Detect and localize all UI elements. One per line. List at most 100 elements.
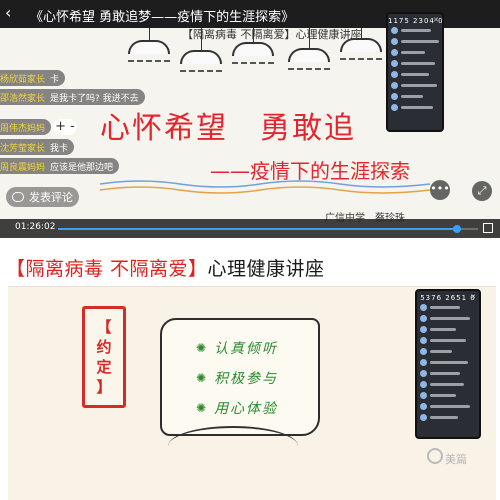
list-item — [417, 346, 479, 357]
video-title: 《心怀希望 勇敢追梦——疫情下的生涯探索》 — [30, 10, 295, 25]
list-item — [417, 412, 479, 423]
comment-text: 是我卡了吗? 我进不去 — [50, 93, 139, 104]
school-name: 广信中学 — [325, 209, 365, 224]
avatar — [420, 403, 427, 410]
sun-icon: ✺ — [196, 401, 207, 415]
rule-item: ✺ 认真倾听 — [196, 338, 278, 358]
post-comment-label: 发表评论 — [29, 191, 73, 204]
banner-title-part1: 【隔离病毒 不隔离爱】 — [6, 258, 208, 280]
rule-item: ✺ 用心体验 — [196, 398, 278, 418]
live-comment: 周伟杰妈妈 — [0, 119, 52, 135]
comment-author: 周良震妈妈 — [0, 162, 46, 173]
slide-subtitle: ——疫情下的生涯探索 — [210, 159, 410, 183]
lecture-banner: 【隔离病毒 不隔离爱】心理健康讲座 — [0, 246, 500, 290]
close-icon: ✕ — [433, 16, 439, 24]
avatar — [391, 38, 398, 45]
list-item — [388, 80, 442, 91]
sun-icon: ✺ — [196, 341, 207, 355]
banner-title-part2: 心理健康讲座 — [207, 258, 325, 280]
list-item — [388, 69, 442, 80]
rule-item: ✺ 积极参与 — [196, 368, 278, 388]
avatar — [420, 304, 427, 311]
panel-stats: 5376 2651 0 — [420, 294, 476, 302]
close-icon: ✕ — [470, 293, 476, 301]
comment-author: 邵浩然家长 — [0, 93, 46, 104]
lamp-illustration — [288, 28, 330, 70]
chat-bubble-icon — [12, 192, 24, 202]
avatar — [420, 315, 427, 322]
avatar — [391, 60, 398, 67]
list-item — [417, 401, 479, 412]
avatar — [420, 337, 427, 344]
back-icon[interactable]: ‹ — [5, 3, 12, 22]
rule-text: 积极参与 — [214, 371, 279, 387]
fullscreen-icon[interactable] — [483, 223, 493, 233]
teacher-name: 蔡珍珠 — [375, 209, 405, 224]
list-item — [388, 91, 442, 102]
live-comment: 杨欣茹家长 卡 — [0, 70, 66, 86]
playback-controls: 01:26:02 — [0, 219, 500, 238]
sun-icon: ✺ — [196, 371, 207, 385]
list-item — [417, 368, 479, 379]
lamp-illustration — [340, 28, 382, 60]
lamp-illustration — [128, 28, 170, 62]
list-item — [388, 36, 442, 47]
avatar — [420, 392, 427, 399]
avatar — [391, 93, 398, 100]
zoom-toggle-button[interactable]: + - — [53, 119, 77, 135]
lamp-illustration — [180, 28, 222, 72]
list-item — [417, 313, 479, 324]
rule-text: 认真倾听 — [214, 341, 279, 357]
avatar — [420, 381, 427, 388]
comment-author: 周伟杰妈妈 — [0, 123, 46, 134]
comment-author: 杨欣茹家长 — [0, 74, 46, 85]
handshake-illustration — [168, 426, 298, 466]
list-item — [388, 102, 442, 113]
panel-stats: 1175 2304 0 — [388, 17, 444, 25]
list-item — [417, 379, 479, 390]
wave-decoration — [100, 180, 430, 194]
participant-panel: ✕ 1175 2304 0 — [386, 12, 444, 132]
slide-header: 【隔离病毒 不隔离爱】心理健康讲座 — [182, 28, 362, 41]
comment-text: 应该是他那边吧 — [50, 162, 114, 173]
list-item — [417, 324, 479, 335]
post-comment-button[interactable]: 发表评论 — [6, 187, 79, 207]
progress-thumb[interactable] — [453, 225, 461, 233]
list-item — [417, 302, 479, 313]
avatar — [391, 104, 398, 111]
avatar — [420, 348, 427, 355]
progress-track[interactable] — [58, 225, 478, 233]
meipian-logo-icon — [427, 448, 443, 464]
live-comment: 周良震妈妈 应该是他那边吧 — [0, 158, 120, 174]
playback-time: 01:26:02 — [15, 222, 56, 232]
avatar — [391, 49, 398, 56]
avatar — [391, 82, 398, 89]
lamp-illustration — [232, 28, 274, 64]
comment-author: 沈芳莹家长 — [0, 143, 46, 154]
lecture-banner-title: 【隔离病毒 不隔离爱】心理健康讲座 — [6, 254, 325, 281]
participant-panel: ✕ 5376 2651 0 — [415, 289, 481, 439]
comment-text: 卡 — [50, 74, 60, 85]
avatar — [391, 71, 398, 78]
avatar — [420, 370, 427, 377]
video-player[interactable]: ‹ 《心怀希望 勇敢追梦——疫情下的生涯探索》 【隔离病毒 不隔离爱】心理健康讲… — [0, 0, 500, 238]
avatar — [391, 27, 398, 34]
agreement-label-box: 【 约 定 】 — [82, 306, 126, 408]
lecture-slide-screenshot: 【隔离病毒 不隔离爱】心理健康讲座 【 约 定 】 ✺ 认真倾听 ✺ 积极参与 … — [0, 246, 500, 500]
list-item — [417, 357, 479, 368]
live-comment: 沈芳莹家长 我卡 — [0, 139, 75, 155]
list-item — [417, 390, 479, 401]
avatar — [420, 414, 427, 421]
more-options-icon[interactable]: ••• — [430, 180, 450, 200]
rule-text: 用心体验 — [214, 401, 279, 417]
rules-card — [160, 318, 320, 436]
slide-main-title: 心怀希望 勇敢追 — [100, 111, 356, 146]
list-item — [388, 58, 442, 69]
avatar — [420, 326, 427, 333]
expand-icon[interactable]: ⤢ — [472, 181, 492, 201]
agreement-label: 【 约 定 】 — [96, 318, 112, 396]
live-comment: 邵浩然家长 是我卡了吗? 我进不去 — [0, 89, 145, 105]
watermark: 美篇 — [445, 453, 467, 466]
avatar — [420, 359, 427, 366]
progress-fill — [58, 228, 457, 230]
